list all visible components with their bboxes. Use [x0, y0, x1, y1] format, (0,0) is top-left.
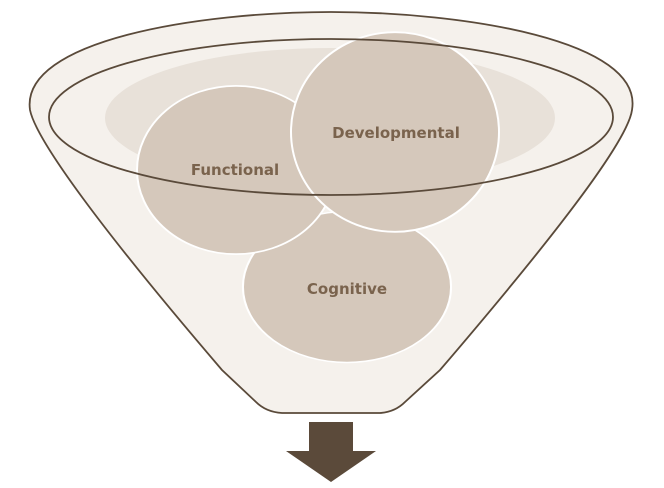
label-developmental: Developmental — [332, 124, 460, 142]
funnel-rim — [48, 38, 614, 196]
ball-developmental — [290, 31, 500, 233]
label-cognitive: Cognitive — [307, 280, 387, 298]
label-functional: Functional — [191, 161, 279, 179]
down-arrow-icon — [286, 422, 376, 482]
